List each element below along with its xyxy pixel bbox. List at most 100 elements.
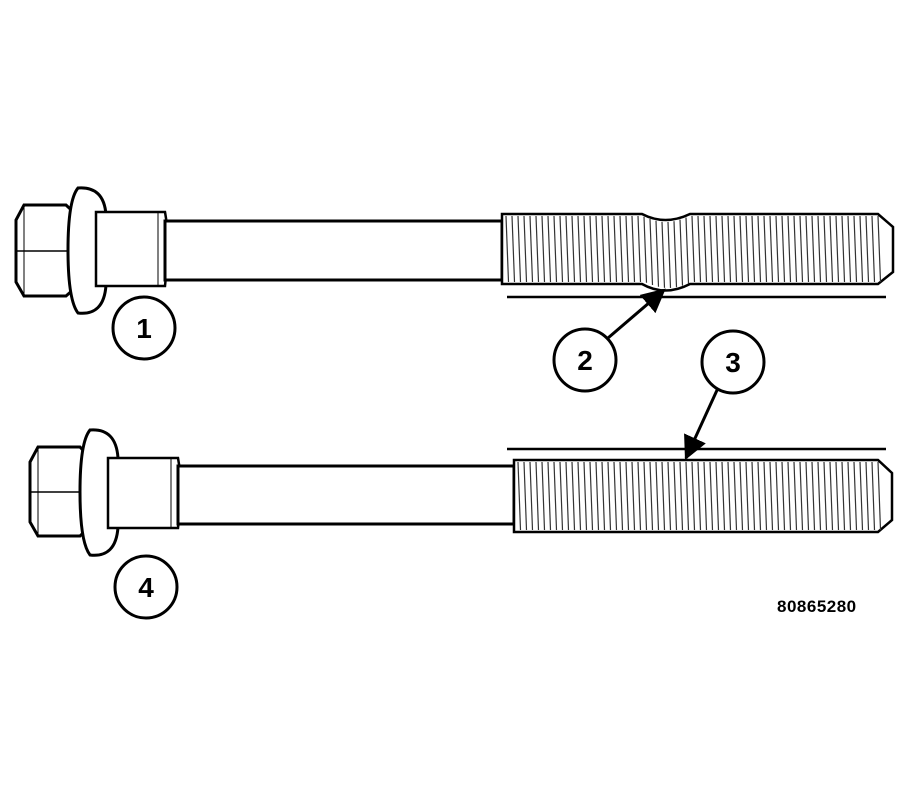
- thread-line: [607, 215, 612, 283]
- thread-line: [847, 215, 852, 283]
- thread-line: [865, 461, 870, 531]
- thread-line: [715, 215, 720, 283]
- thread-line: [583, 215, 588, 283]
- thread-line: [637, 461, 642, 531]
- thread-line: [679, 461, 684, 531]
- thread-line: [601, 461, 606, 531]
- thread-line: [811, 461, 816, 531]
- thread-line: [769, 461, 774, 531]
- callout-2: 2: [552, 288, 666, 393]
- thread-line: [745, 215, 750, 283]
- thread-line: [733, 461, 738, 531]
- thread-line: [859, 215, 864, 283]
- thread-line: [721, 461, 726, 531]
- thread-line: [667, 221, 672, 288]
- thread-line: [619, 215, 624, 283]
- thread-line: [823, 461, 828, 531]
- thread-line: [589, 215, 594, 283]
- thread-line: [799, 461, 804, 531]
- bolt-shoulder: [106, 456, 182, 530]
- thread-line: [691, 215, 696, 283]
- thread-line: [613, 215, 618, 283]
- thread-line: [793, 461, 798, 531]
- thread-line: [697, 215, 702, 283]
- thread-line: [763, 461, 768, 531]
- thread-line: [835, 461, 840, 531]
- thread-line: [595, 461, 600, 531]
- bolt-shank: [163, 219, 504, 282]
- thread-line: [865, 215, 870, 283]
- thread-line: [577, 461, 582, 531]
- thread-line: [523, 461, 528, 531]
- thread-line: [601, 215, 606, 283]
- thread-line: [505, 215, 510, 283]
- thread-line: [553, 461, 558, 531]
- thread-line: [643, 216, 648, 283]
- thread-line: [877, 461, 882, 531]
- callout-1-label: 1: [136, 313, 152, 344]
- thread-line: [691, 461, 696, 531]
- thread-line: [547, 461, 552, 531]
- thread-line: [703, 461, 708, 531]
- thread-line: [571, 215, 576, 283]
- thread-line: [571, 461, 576, 531]
- thread-line: [511, 215, 516, 283]
- thread-line: [715, 461, 720, 531]
- thread-line: [853, 461, 858, 531]
- thread-line: [841, 461, 846, 531]
- thread-line: [817, 215, 822, 283]
- thread-line: [775, 215, 780, 283]
- thread-line: [649, 218, 654, 286]
- thread-line: [709, 461, 714, 531]
- thread-line: [793, 215, 798, 283]
- thread-line: [817, 461, 822, 531]
- thread-line: [859, 461, 864, 531]
- thread-line: [763, 215, 768, 283]
- thread-line: [529, 461, 534, 531]
- thread-line: [709, 215, 714, 283]
- thread-line: [805, 461, 810, 531]
- threaded-section: [500, 212, 895, 292]
- thread-line: [829, 215, 834, 283]
- thread-line: [799, 215, 804, 283]
- thread-line: [661, 461, 666, 531]
- callout-4: 4: [113, 554, 179, 620]
- thread-line: [565, 215, 570, 283]
- thread-line: [685, 217, 690, 284]
- thread-line: [553, 215, 558, 283]
- thread-line: [583, 461, 588, 531]
- thread-line: [757, 461, 762, 531]
- thread-line: [727, 461, 732, 531]
- thread-line: [655, 461, 660, 531]
- thread-line: [721, 215, 726, 283]
- thread-line: [517, 461, 522, 531]
- thread-line: [829, 461, 834, 531]
- callout-3-label: 3: [725, 347, 741, 378]
- thread-line: [751, 215, 756, 283]
- thread-line: [649, 461, 654, 531]
- thread-line: [751, 461, 756, 531]
- thread-line: [625, 215, 630, 283]
- thread-line: [853, 215, 858, 283]
- thread-line: [535, 461, 540, 531]
- thread-line: [835, 215, 840, 283]
- bolt-shoulder: [94, 210, 169, 288]
- thread-line: [631, 215, 636, 283]
- thread-line: [841, 215, 846, 283]
- thread-line: [655, 220, 660, 287]
- thread-line: [781, 461, 786, 531]
- thread-line: [565, 461, 570, 531]
- thread-line: [607, 461, 612, 531]
- thread-line: [781, 215, 786, 283]
- thread-line: [661, 221, 666, 288]
- thread-line: [631, 461, 636, 531]
- thread-line: [619, 461, 624, 531]
- thread-line: [559, 215, 564, 283]
- thread-line: [775, 461, 780, 531]
- thread-line: [541, 215, 546, 283]
- thread-line: [535, 215, 540, 283]
- thread-line: [769, 215, 774, 283]
- good-bolt: [28, 428, 894, 557]
- thread-line: [559, 461, 564, 531]
